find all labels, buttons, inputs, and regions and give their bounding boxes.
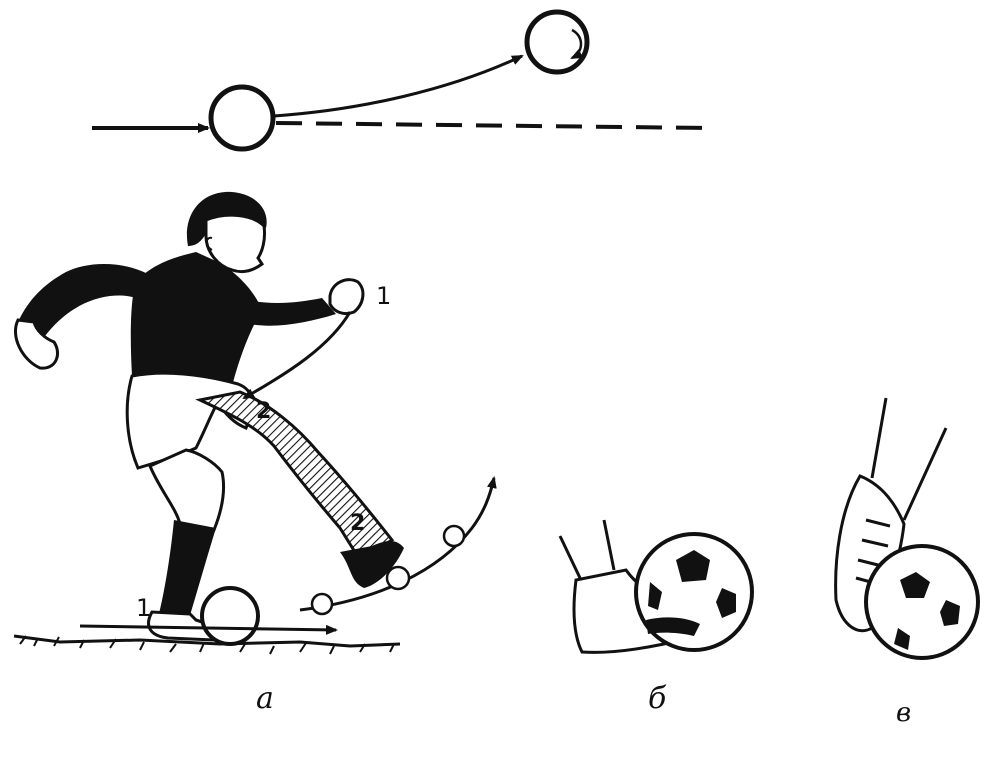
detail-v-laces [855, 518, 891, 586]
player-support-sock [158, 520, 216, 622]
curved-path-arrow [273, 54, 524, 118]
player-shirt [130, 252, 262, 386]
player-front-hand [328, 278, 365, 316]
marker-arm-end: 2 [256, 399, 271, 424]
player-support-leg [148, 448, 226, 532]
detail-v-ball [864, 544, 980, 660]
ground-line [13, 634, 401, 648]
detail-b-inside-foot-contact [558, 519, 754, 654]
marker-foot-start: 1 [136, 594, 151, 622]
detail-b-leg-line-2 [602, 519, 616, 571]
marker-leg-end: 2 [350, 511, 365, 536]
detail-v-leg-line-1 [870, 397, 888, 479]
detail-b-ball-panel-2 [716, 588, 736, 618]
detail-v-ball-panel-1 [900, 572, 930, 598]
player-back-hand [13, 318, 59, 370]
detail-b-ball-panel-3 [648, 582, 662, 610]
player-ball [200, 586, 260, 646]
ball-trajectory-diagram [92, 9, 709, 152]
player-kicking-boot [340, 541, 404, 588]
ball-end-circle [524, 9, 590, 75]
caption-a: а [256, 681, 274, 716]
player-back-arm [18, 264, 150, 340]
spin-loop-3 [442, 524, 466, 548]
player-hair [186, 191, 267, 246]
detail-v-ball-panel-2 [940, 600, 960, 626]
detail-v-leg-line-2 [902, 427, 948, 521]
spin-loop-1 [310, 592, 334, 616]
detail-b-leg-line-1 [558, 535, 582, 579]
straight-reference-dashed-line [275, 121, 709, 130]
detail-b-ball-panel-1 [676, 550, 710, 582]
player-front-arm [234, 296, 336, 326]
detail-b-boot-sole [646, 617, 700, 636]
detail-v-instep-contact [834, 397, 980, 660]
spin-loop-2 [385, 565, 411, 591]
player-kicking-leg [195, 390, 395, 563]
leg-swing-arc-arrow [299, 476, 497, 612]
ground-grass [19, 635, 395, 655]
caption-v: в [896, 698, 912, 728]
marker-arm-start: 1 [376, 282, 391, 310]
ball-start-circle [208, 84, 276, 152]
foot-approach-arrow [79, 624, 338, 635]
detail-v-ball-panel-3 [894, 628, 910, 650]
caption-b: б [648, 681, 667, 716]
ball-spin-arrow [570, 28, 584, 60]
player-ear [205, 236, 213, 251]
player-figure: 1 2 2 1 [13, 191, 497, 655]
arm-swing-arrow [242, 311, 352, 400]
